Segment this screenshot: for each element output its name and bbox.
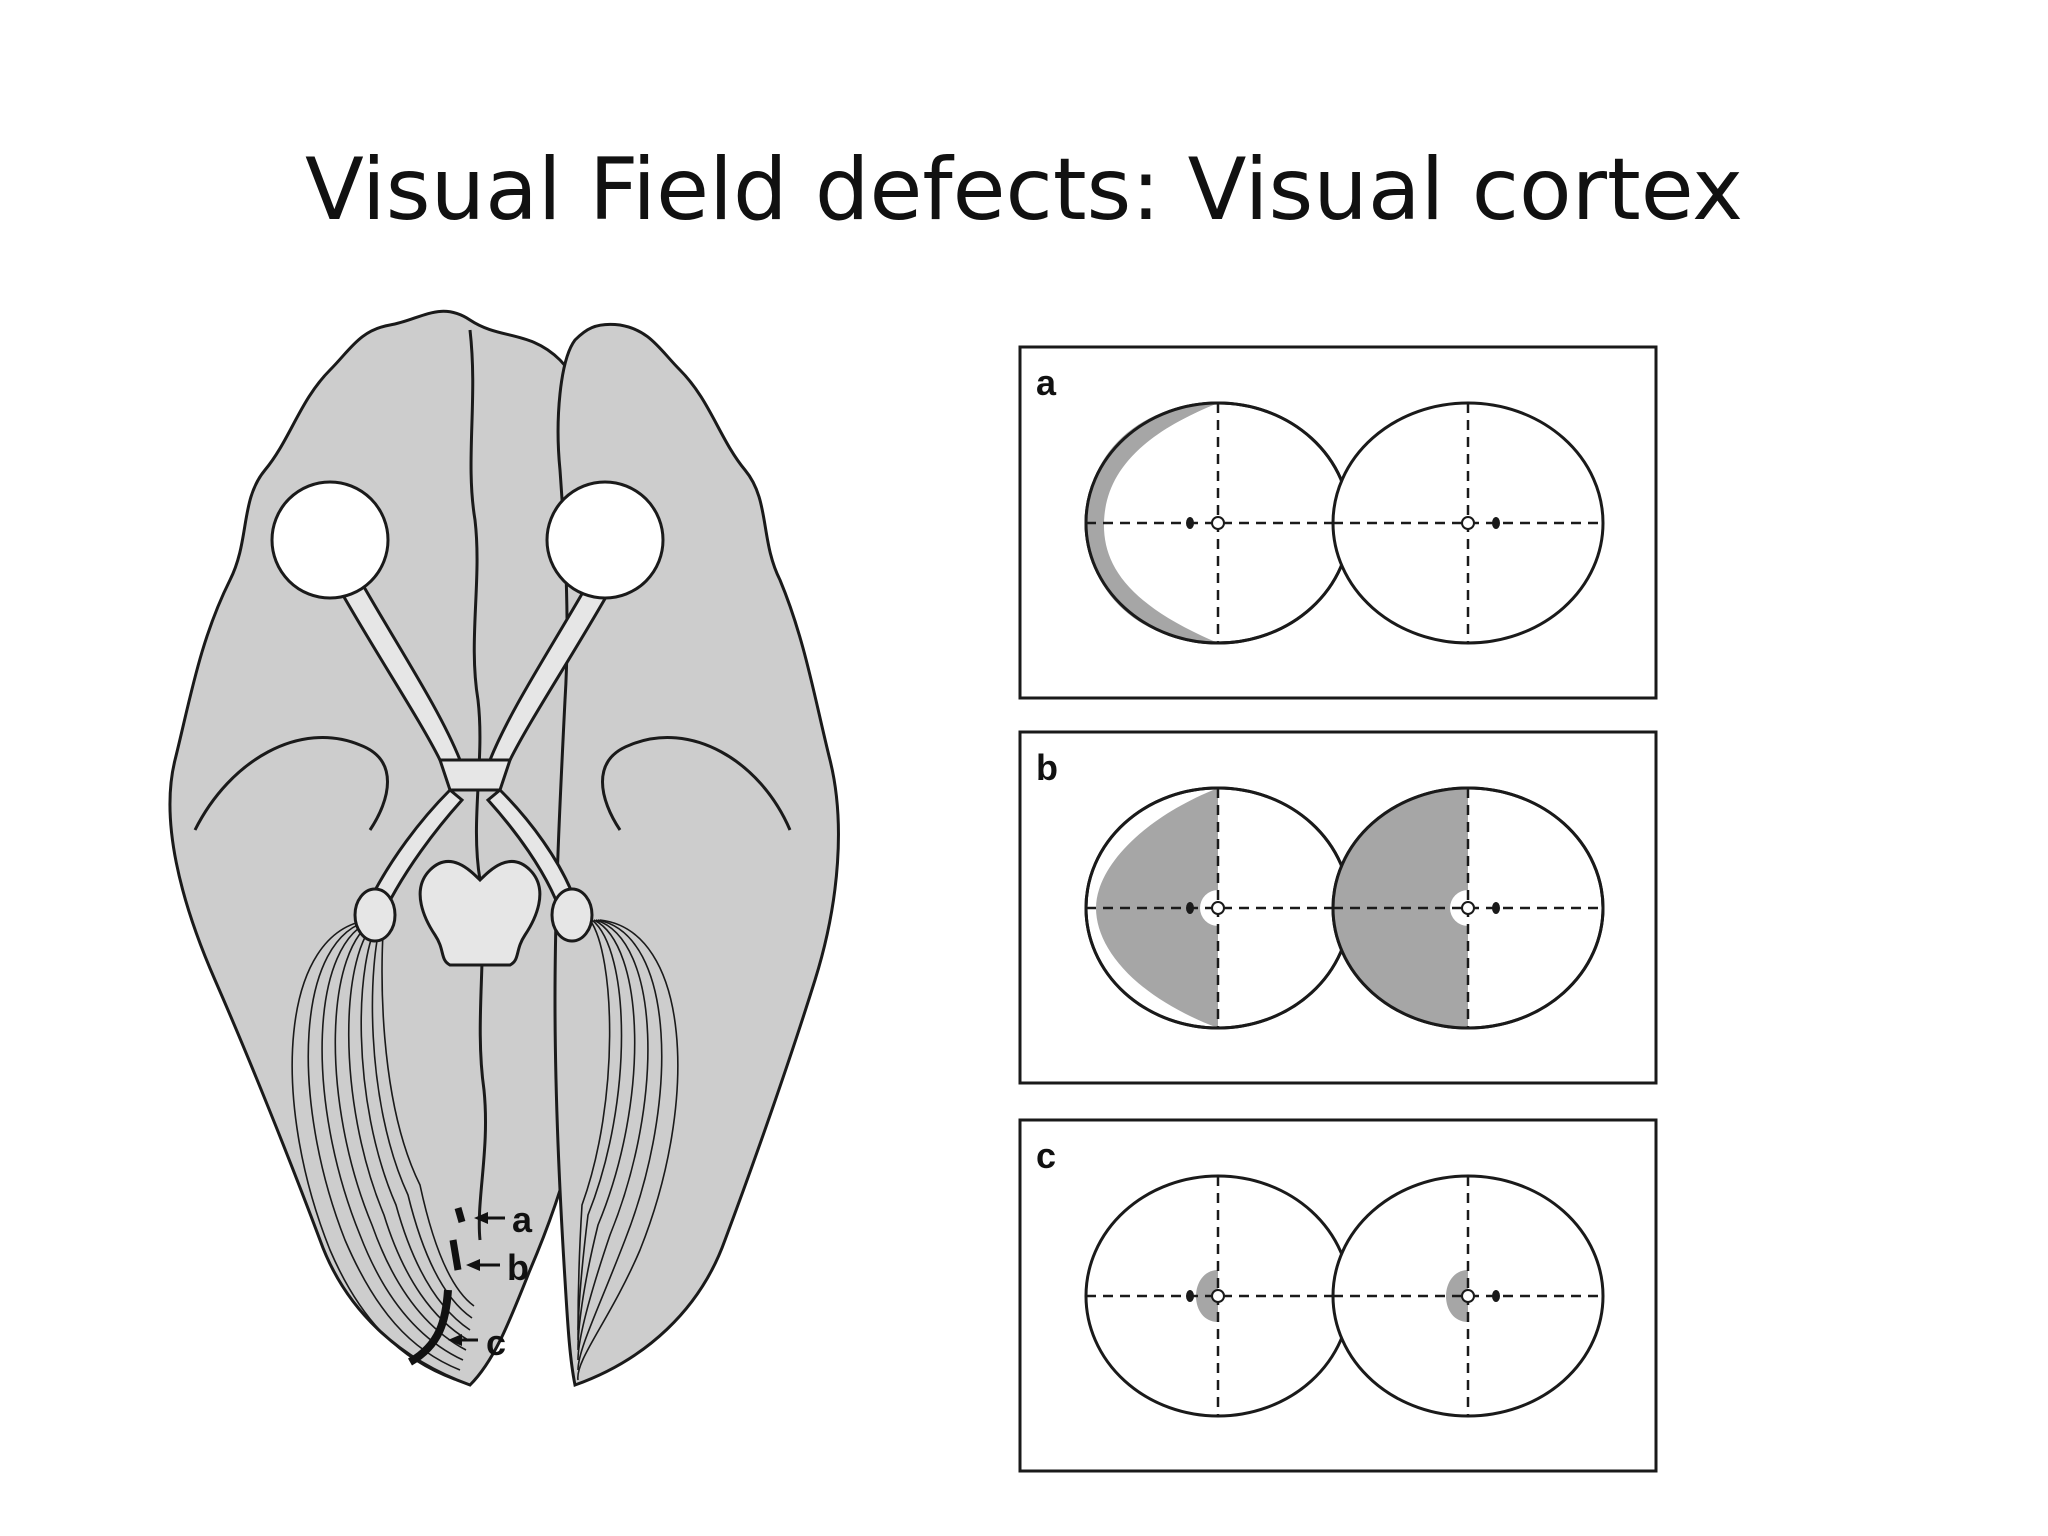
panel-c-label: c <box>1036 1135 1056 1176</box>
visual-field-panel-c: c <box>1018 1118 1658 1473</box>
panel-a-label: a <box>1036 362 1057 403</box>
lesion-label-c: c <box>448 1322 506 1363</box>
lesion-label-c-text: c <box>486 1322 506 1363</box>
lesion-label-a: a <box>474 1199 533 1240</box>
optic-pathway <box>337 578 613 967</box>
panel-b-label: b <box>1036 747 1058 788</box>
brain-outline <box>168 309 840 1387</box>
lesion-label-b-text: b <box>507 1247 529 1288</box>
lesion-label-b: b <box>466 1247 529 1288</box>
lesion-label-a-text: a <box>512 1199 533 1240</box>
left-eye <box>270 480 390 600</box>
lesion-marks <box>407 1207 466 1366</box>
optic-radiation-right <box>577 919 679 1381</box>
right-eye <box>545 480 665 600</box>
visual-field-panel-a: a <box>1018 345 1658 700</box>
slide-title: Visual Field defects: Visual cortex <box>304 140 1744 240</box>
defect-b-right <box>1333 788 1468 1028</box>
visual-field-panel-b: b <box>1018 730 1658 1085</box>
